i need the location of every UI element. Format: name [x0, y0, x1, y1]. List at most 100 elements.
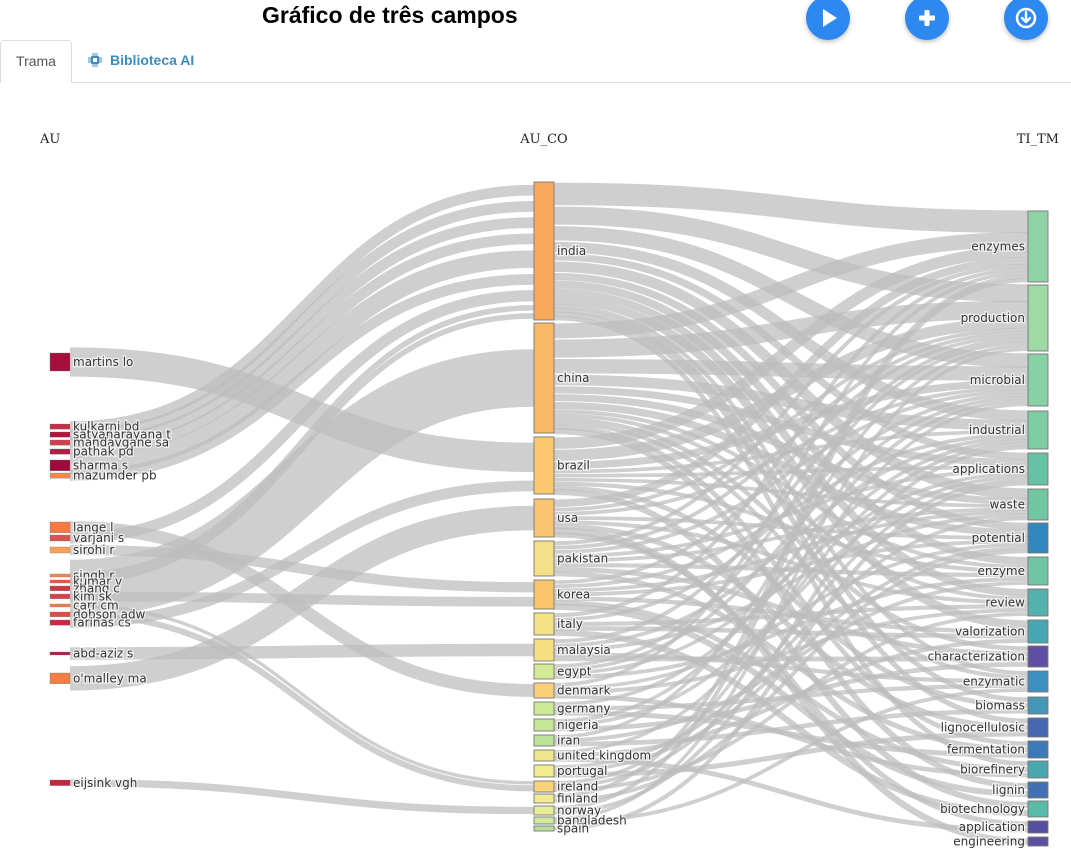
- node-microbial: [1027, 353, 1049, 407]
- node-enzymatic: [1027, 670, 1049, 693]
- node-label-satyanarayana-t: satyanarayana t: [73, 428, 171, 442]
- node-potential: [1027, 522, 1049, 554]
- add-button[interactable]: [905, 0, 949, 40]
- link-nigeria-to-applications: [553, 475, 1029, 727]
- node-label-brazil: brazil: [557, 459, 590, 473]
- link-usa-to-enzymes: [553, 256, 1029, 508]
- node-germany: [533, 701, 555, 716]
- node-valorization: [1027, 619, 1049, 644]
- link-abd-aziz-s-to-malaysia: [69, 643, 535, 660]
- node-label-mandavgane-sa: mandavgane sa: [73, 436, 169, 450]
- link-brazil-to-biotechnology: [553, 488, 1029, 809]
- link-farinas-cs-to-brazil: [69, 480, 535, 628]
- link-mazumder-pb-to-india: [69, 274, 535, 481]
- link-eijsink-vgh-to-norway: [69, 779, 535, 815]
- column-header-au: AU: [39, 132, 60, 147]
- node-label-singh-r: singh r: [73, 569, 114, 583]
- tab-trama[interactable]: Trama: [0, 40, 72, 83]
- node-china: [533, 322, 555, 434]
- tab-biblioteca-ai[interactable]: Biblioteca AI: [88, 40, 194, 81]
- node-zhang-c: [49, 585, 71, 591]
- link-denmark-to-review: [553, 608, 1029, 695]
- node-italy: [533, 612, 555, 636]
- node-norway: [533, 805, 555, 816]
- node-sirohi-r: [49, 546, 71, 554]
- node-dobson-adw: [49, 611, 71, 617]
- tab-biblioteca-ai-label: Biblioteca AI: [110, 52, 195, 68]
- node-label-sirohi-r: sirohi r: [73, 543, 114, 557]
- link-finland-to-potential: [553, 549, 1029, 803]
- node-label-ireland: ireland: [557, 780, 598, 794]
- node-label-lignocellulosic: lignocellulosic: [941, 721, 1025, 735]
- node-label-kulkarni-bd: kulkarni bd: [73, 420, 139, 434]
- node-label-malaysia: malaysia: [557, 643, 611, 657]
- node-bangladesh: [533, 816, 555, 825]
- link-korea-to-potential: [553, 539, 1029, 597]
- link-pathak-pd-to-india: [69, 233, 535, 457]
- run-button[interactable]: [806, 0, 850, 40]
- link-zhang-c-to-china: [69, 349, 535, 618]
- node-label-enzymatic: enzymatic: [963, 675, 1025, 689]
- node-mandavgane-sa: [49, 439, 71, 446]
- node-iran: [533, 734, 555, 747]
- node-label-korea: korea: [557, 588, 590, 602]
- node-label-egypt: egypt: [557, 665, 592, 679]
- node-label-enzyme: enzyme: [978, 564, 1025, 578]
- link-norway-to-enzymes: [553, 278, 1029, 811]
- node-brazil: [533, 436, 555, 495]
- node-label-pakistan: pakistan: [557, 552, 608, 566]
- link-united-kingdom-to-valorization: [553, 638, 1029, 758]
- node-label-kumar-v: kumar v: [73, 575, 122, 589]
- node-label-nigeria: nigeria: [557, 718, 599, 732]
- node-label-abd-aziz-s: abd-aziz s: [73, 647, 133, 661]
- link-india-to-enzymes: [553, 182, 1029, 233]
- node-characterization: [1027, 645, 1049, 668]
- node-enzyme: [1027, 556, 1049, 586]
- node-carr-cm: [49, 603, 71, 608]
- node-label-lignin: lignin: [992, 783, 1025, 797]
- node-portugal: [533, 764, 555, 778]
- node-lignocellulosic: [1027, 717, 1049, 738]
- node-kim-sk: [49, 593, 71, 599]
- node-kumar-v: [49, 579, 71, 584]
- node-label-united-kingdom: united kingdom: [557, 749, 651, 763]
- link-italy-to-enzymes: [553, 267, 1029, 618]
- node-mazumder-pb: [49, 472, 71, 479]
- node-label-review: review: [985, 596, 1025, 610]
- node-label-norway: norway: [557, 804, 601, 818]
- node-biorefinery: [1027, 760, 1049, 779]
- node-varjani-s: [49, 534, 71, 542]
- node-eijsink-vgh: [49, 779, 71, 786]
- tab-bar: Trama Biblioteca AI: [0, 40, 1071, 83]
- link-brazil-to-production: [553, 317, 1029, 461]
- link-korea-to-production: [553, 334, 1029, 584]
- node-kulkarni-bd: [49, 423, 71, 430]
- node-label-usa: usa: [557, 511, 578, 525]
- node-industrial: [1027, 410, 1049, 450]
- link-bangladesh-to-enzymatic: [553, 687, 1029, 825]
- node-application: [1027, 820, 1049, 834]
- link-pakistan-to-applications: [553, 468, 1029, 559]
- node-enzymes: [1027, 210, 1049, 283]
- node-label-waste: waste: [989, 498, 1025, 512]
- link-usa-to-microbial: [553, 386, 1029, 516]
- link-nigeria-to-microbial: [553, 399, 1029, 723]
- links-group: [69, 182, 1029, 845]
- node-waste: [1027, 488, 1049, 521]
- node-label-portugal: portugal: [557, 764, 608, 778]
- link-finland-to-enzymes: [553, 274, 1029, 799]
- download-button[interactable]: [1004, 0, 1048, 40]
- column-header-ti-tm: TI_TM: [1017, 132, 1059, 147]
- node-lange-l: [49, 521, 71, 533]
- node-fermentation: [1027, 740, 1049, 759]
- node-label-dobson-adw: dobson adw: [73, 607, 146, 621]
- node-label-farinas-cs: farinas cs: [73, 616, 131, 630]
- node-label-industrial: industrial: [969, 423, 1025, 437]
- link-varjani-s-to-india: [69, 290, 535, 544]
- link-korea-to-biorefinery: [553, 600, 1029, 772]
- node-label-valorization: valorization: [955, 625, 1025, 639]
- node-lignin: [1027, 781, 1049, 799]
- node-label-martins-lo: martins lo: [73, 355, 133, 369]
